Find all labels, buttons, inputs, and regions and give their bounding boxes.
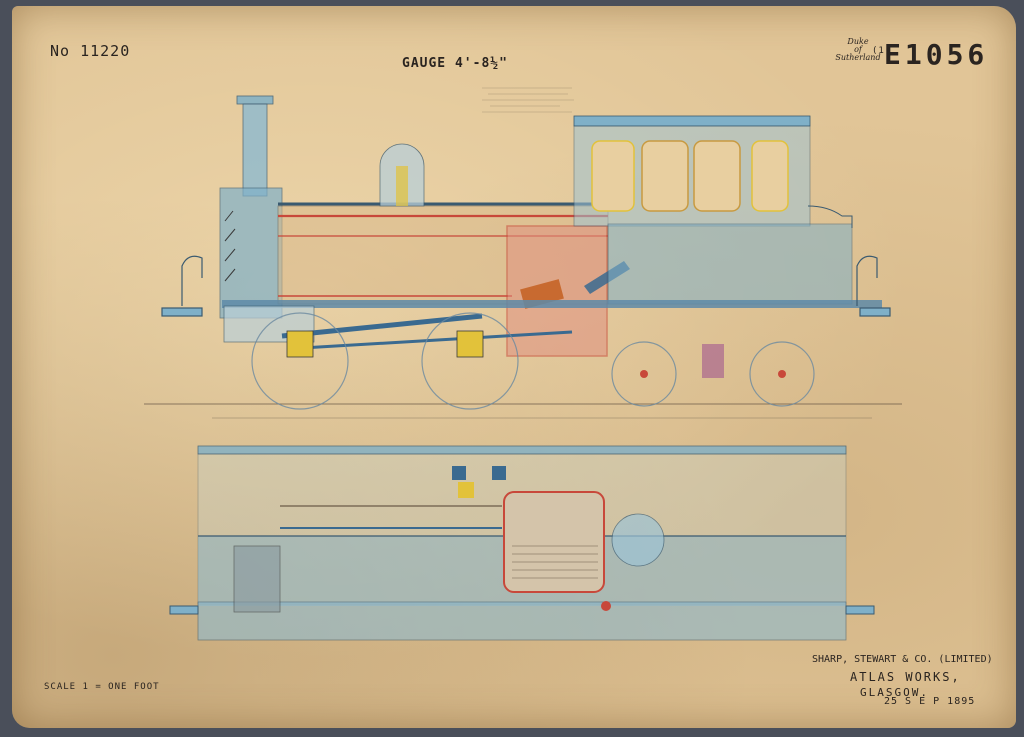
duke-line-2: of: [854, 45, 862, 54]
blueprint-sheet: No 11220 GAUGE 4'-8½" Duke of Sutherland…: [12, 6, 1016, 728]
side-elevation: [144, 95, 902, 419]
gauge-label: GAUGE 4'-8½": [402, 56, 508, 71]
maker-line-1: SHARP, STEWART & CO. (LIMITED): [812, 654, 993, 665]
scale-label: SCALE 1 = ONE FOOT: [44, 682, 160, 692]
engine-name-block: Duke of Sutherland: [830, 38, 886, 62]
drawing-code: E1056: [884, 38, 989, 71]
drawing-number: No 11220: [50, 42, 131, 60]
pencil-notes: [482, 87, 574, 113]
drawing-date: 25 S E P 1895: [884, 696, 976, 707]
duke-line-1: Duke: [847, 37, 869, 46]
locomotive-drawing: [144, 87, 902, 641]
maker-line-3: GLASGOW.: [860, 686, 929, 699]
plan-view: [169, 445, 875, 641]
engine-number: (1): [872, 46, 892, 56]
duke-line-3: Sutherland: [835, 53, 881, 62]
maker-line-2: ATLAS WORKS,: [850, 670, 961, 684]
